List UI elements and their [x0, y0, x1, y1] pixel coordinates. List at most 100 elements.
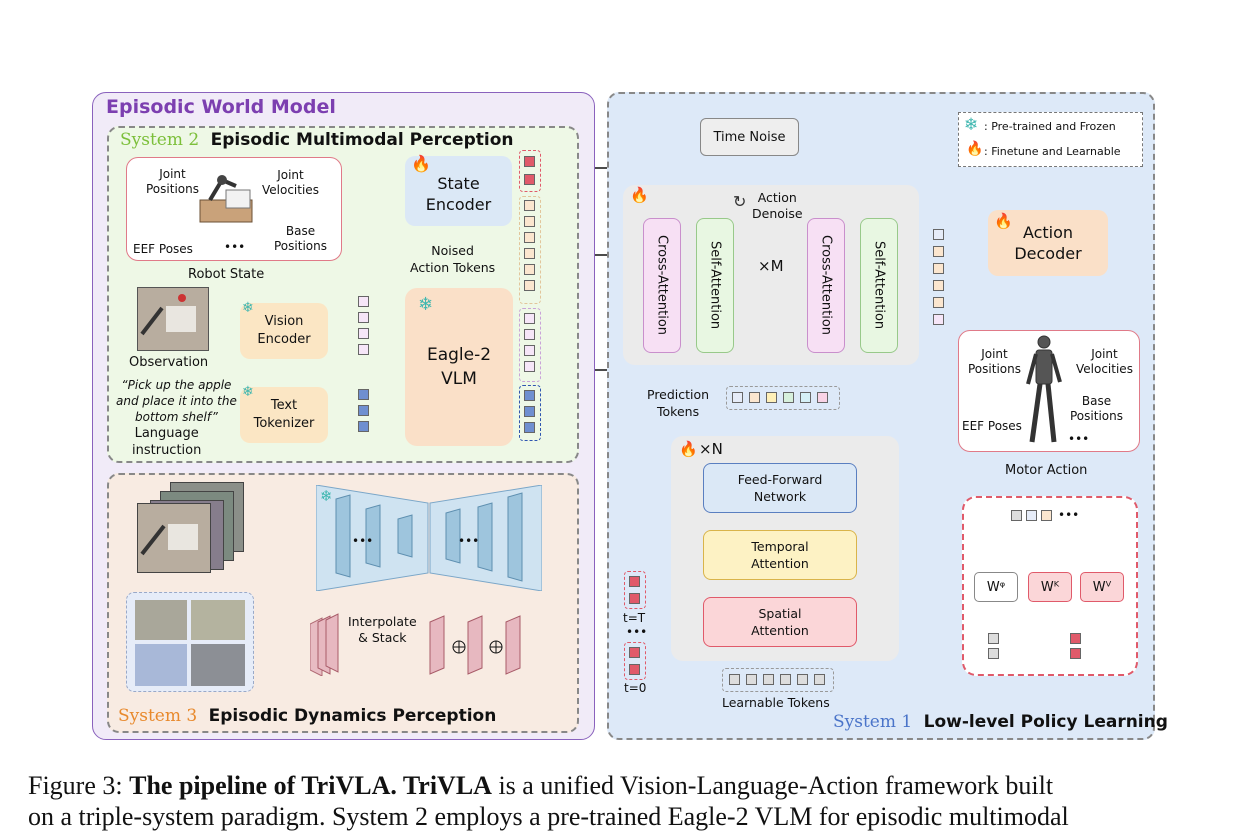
key-value-token: [1070, 648, 1081, 659]
output-token: [933, 280, 944, 291]
cross-attention-label: Cross-Attention: [654, 235, 670, 336]
figure-caption-line1: Figure 3: The pipeline of TriVLA. TriVLA…: [28, 770, 1053, 801]
output-token: [933, 229, 944, 240]
motor-joint-velocities: Joint Velocities: [1076, 347, 1133, 376]
snowflake-icon: ❄: [242, 300, 254, 316]
state-token: [524, 156, 535, 167]
learnable-tokens-label: Learnable Tokens: [722, 695, 830, 710]
temporal-attention-label: Temporal Attention: [751, 539, 809, 571]
flame-icon: 🔥: [994, 212, 1013, 230]
self-attention-label: Self-Attention: [871, 241, 887, 330]
state-token-group: [519, 150, 541, 192]
caption-line1-rest: is a unified Vision-Language-Action fram…: [491, 771, 1054, 800]
prediction-tokens-label: Prediction Tokens: [647, 387, 710, 419]
svg-text:•••: •••: [458, 534, 479, 548]
ffn-label: Feed-Forward Network: [737, 472, 823, 504]
flame-icon: 🔥: [630, 186, 649, 204]
robot-state-eef-poses: EEF Poses: [133, 242, 193, 256]
observation-image: [137, 287, 209, 351]
snowflake-icon: ❄: [418, 294, 434, 315]
robot-state-base-positions: Base Positions: [274, 224, 327, 253]
query-token: [988, 633, 999, 644]
key-value-token: [1070, 633, 1081, 644]
motor-eef-poses: EEF Poses: [962, 419, 1022, 433]
flame-icon: 🔥: [966, 141, 984, 157]
noised-action-token: [524, 216, 535, 227]
attention-output-token: [1041, 510, 1052, 521]
flame-icon: 🔥: [679, 440, 698, 458]
text-token: [524, 422, 535, 433]
t-0-label: t=0: [624, 681, 647, 695]
time-token: [629, 593, 640, 604]
vision-token: [358, 296, 369, 307]
vision-token: [524, 345, 535, 356]
predicted-frame: [191, 600, 245, 640]
text-tokenizer-label: Text Tokenizer: [253, 398, 315, 431]
feature-maps: [309, 612, 530, 677]
state-encoder-box: State Encoder: [405, 156, 512, 226]
wk-label: Wᴷ: [1040, 579, 1060, 595]
world-model-title: Episodic World Model: [106, 96, 336, 118]
robot-state-ellipsis: •••: [224, 240, 246, 254]
prediction-token: [766, 392, 777, 403]
temporal-attention-box: Temporal Attention: [703, 530, 857, 580]
cross-attention-box-2: Cross-Attention: [807, 218, 845, 353]
learnable-token: [746, 674, 757, 685]
prediction-token: [732, 392, 743, 403]
eagle-vlm-box: Eagle-2 VLM: [405, 288, 513, 446]
system3-number: System 3: [118, 706, 198, 726]
xn-label: ×N: [699, 440, 723, 458]
noised-action-token: [524, 280, 535, 291]
vision-encoder-box: Vision Encoder: [240, 303, 328, 359]
robot-state-caption: Robot State: [188, 267, 265, 282]
learnable-token-group: [722, 668, 834, 692]
vision-token: [524, 361, 535, 372]
wq-label: Wᵠ: [986, 579, 1006, 595]
attention-output-dots: •••: [1058, 508, 1080, 522]
legend-frozen: : Pre-trained and Frozen: [984, 120, 1116, 133]
query-token: [988, 648, 999, 659]
cross-attention-label: Cross-Attention: [818, 235, 834, 336]
robot-state-joint-positions: Joint Positions: [146, 167, 199, 196]
vision-token: [358, 328, 369, 339]
legend-box: [958, 112, 1143, 167]
state-encoder-label: State Encoder: [425, 174, 492, 214]
prediction-token: [783, 392, 794, 403]
svg-text:•••: •••: [352, 534, 373, 548]
self-attention-label: Self-Attention: [707, 241, 723, 330]
observation-label: Observation: [129, 355, 209, 370]
humanoid-robot-illustration: [1022, 334, 1066, 448]
flame-icon: 🔥: [411, 154, 431, 173]
caption-bold: The pipeline of TriVLA. TriVLA: [129, 771, 492, 800]
noised-action-token: [524, 200, 535, 211]
action-decoder-label: Action Decoder: [1014, 223, 1082, 263]
robot-state-joint-velocities: Joint Velocities: [262, 168, 319, 197]
vision-token: [358, 344, 369, 355]
video-diffusion-unet: ••• •••: [315, 484, 543, 592]
snowflake-icon: ❄: [964, 115, 979, 135]
self-attention-box-1: Self-Attention: [696, 218, 734, 353]
time-token: [629, 664, 640, 675]
system2-heading: System 2 Episodic Multimodal Perception: [120, 130, 514, 150]
prediction-token: [817, 392, 828, 403]
prediction-token-group: [726, 386, 840, 410]
noised-action-token-group: [519, 196, 541, 304]
motor-action-caption: Motor Action: [1005, 463, 1088, 478]
prediction-token: [800, 392, 811, 403]
predicted-frame: [191, 644, 245, 686]
output-token: [933, 314, 944, 325]
observation-frame: [137, 503, 211, 573]
wv-label: Wⱽ: [1092, 579, 1112, 595]
system1-title: Low-level Policy Learning: [923, 712, 1168, 732]
motor-base-positions: Base Positions: [1070, 394, 1123, 423]
time-noise-box: Time Noise: [700, 118, 799, 156]
noised-action-token: [524, 248, 535, 259]
snowflake-icon: ❄: [242, 384, 254, 400]
system1-heading: System 1 Low-level Policy Learning: [833, 712, 1168, 732]
motor-joint-positions: Joint Positions: [968, 347, 1021, 376]
spatial-attention-box: Spatial Attention: [703, 597, 857, 647]
learnable-token: [797, 674, 808, 685]
time-dots: •••: [626, 625, 648, 639]
motor-ellipsis: •••: [1068, 432, 1090, 446]
time-token-group-T: [624, 571, 646, 609]
